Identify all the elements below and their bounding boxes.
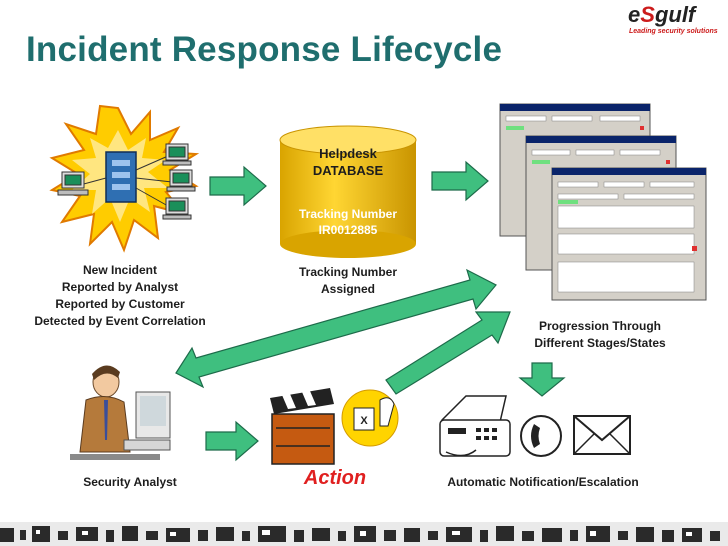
database-tracking: Tracking Number IR0012885 bbox=[298, 207, 398, 237]
progression-label: Progression Through Different Stages/Sta… bbox=[534, 319, 666, 350]
network-computers-icon bbox=[57, 143, 196, 220]
feedback-double-arrow bbox=[175, 268, 497, 389]
decorative-bottom-strip bbox=[0, 522, 728, 546]
logo-tagline: Leading security solutions bbox=[629, 28, 718, 35]
notification-label: Automatic Notification/Escalation bbox=[447, 475, 639, 489]
helpdesk-database-icon bbox=[279, 125, 417, 258]
page-title: Incident Response Lifecycle bbox=[26, 30, 503, 69]
fax-machine-icon bbox=[439, 395, 511, 457]
arrow-to-action bbox=[205, 420, 259, 462]
server-icon bbox=[105, 151, 137, 203]
esgulf-logo: eSgulf bbox=[628, 2, 696, 27]
security-analyst-icon bbox=[70, 365, 171, 460]
clapperboard-icon: X bbox=[270, 388, 399, 465]
database-title: Helpdesk DATABASE bbox=[312, 146, 384, 178]
action-label: Action bbox=[303, 467, 367, 489]
security-analyst-label: Security Analyst bbox=[83, 475, 177, 489]
arrow-to-screens bbox=[431, 160, 489, 202]
svg-text:X: X bbox=[360, 415, 368, 427]
phone-icon bbox=[520, 415, 562, 457]
arrow-to-database bbox=[209, 165, 267, 207]
envelope-icon bbox=[573, 415, 631, 455]
helpdesk-screens-icon bbox=[499, 103, 707, 301]
arrow-to-notification bbox=[518, 362, 566, 397]
new-incident-label: New Incident Reported by Analyst Reporte… bbox=[34, 263, 206, 328]
tracking-assigned-label: Tracking Number Assigned bbox=[298, 265, 398, 296]
arrow-action-to-progression bbox=[385, 311, 511, 395]
